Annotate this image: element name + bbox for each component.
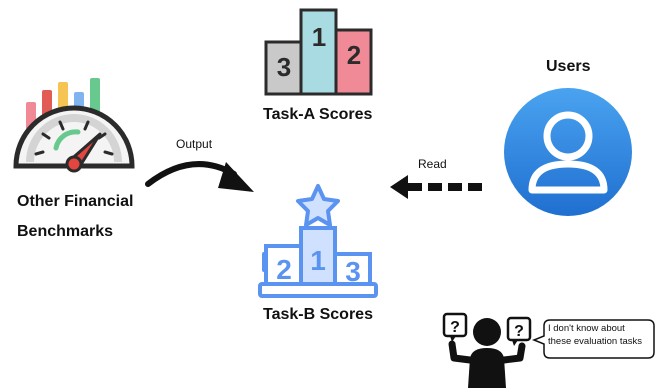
task-b-rank-2: 2: [276, 254, 292, 285]
task-b-rank-3: 3: [345, 256, 361, 287]
output-arrow-label: Output: [176, 137, 213, 151]
task-a-podium-icon: 1 2 3: [264, 8, 373, 96]
svg-text:?: ?: [514, 323, 524, 340]
user-avatar-icon: [504, 88, 632, 216]
task-b-podium-icon: 1 2 3: [258, 184, 378, 298]
task-a-rank-2: 2: [347, 40, 361, 70]
svg-text:?: ?: [450, 319, 460, 336]
output-arrow-icon: [145, 161, 254, 192]
benchmarks-label-line2: Benchmarks: [17, 223, 114, 240]
benchmarks-label-line1: Other Financial: [17, 193, 134, 210]
speech-bubble-icon: [531, 319, 655, 359]
read-arrow-icon: [390, 175, 482, 199]
users-label: Users: [546, 58, 591, 75]
task-b-label: Task-B Scores: [263, 306, 373, 323]
task-a-rank-1: 1: [312, 22, 326, 52]
speech-line-2: these evaluation tasks: [548, 336, 643, 347]
speech-bubble-text: I don't know about these evaluation task…: [548, 322, 642, 348]
speech-line-1: I don't know about: [548, 323, 625, 334]
confused-person-icon: ? ?: [442, 312, 532, 388]
task-b-rank-1: 1: [310, 245, 326, 276]
task-a-label: Task-A Scores: [263, 106, 373, 123]
task-a-rank-3: 3: [277, 52, 291, 82]
read-arrow-label: Read: [418, 157, 447, 171]
financial-gauge-icon: [13, 78, 135, 173]
